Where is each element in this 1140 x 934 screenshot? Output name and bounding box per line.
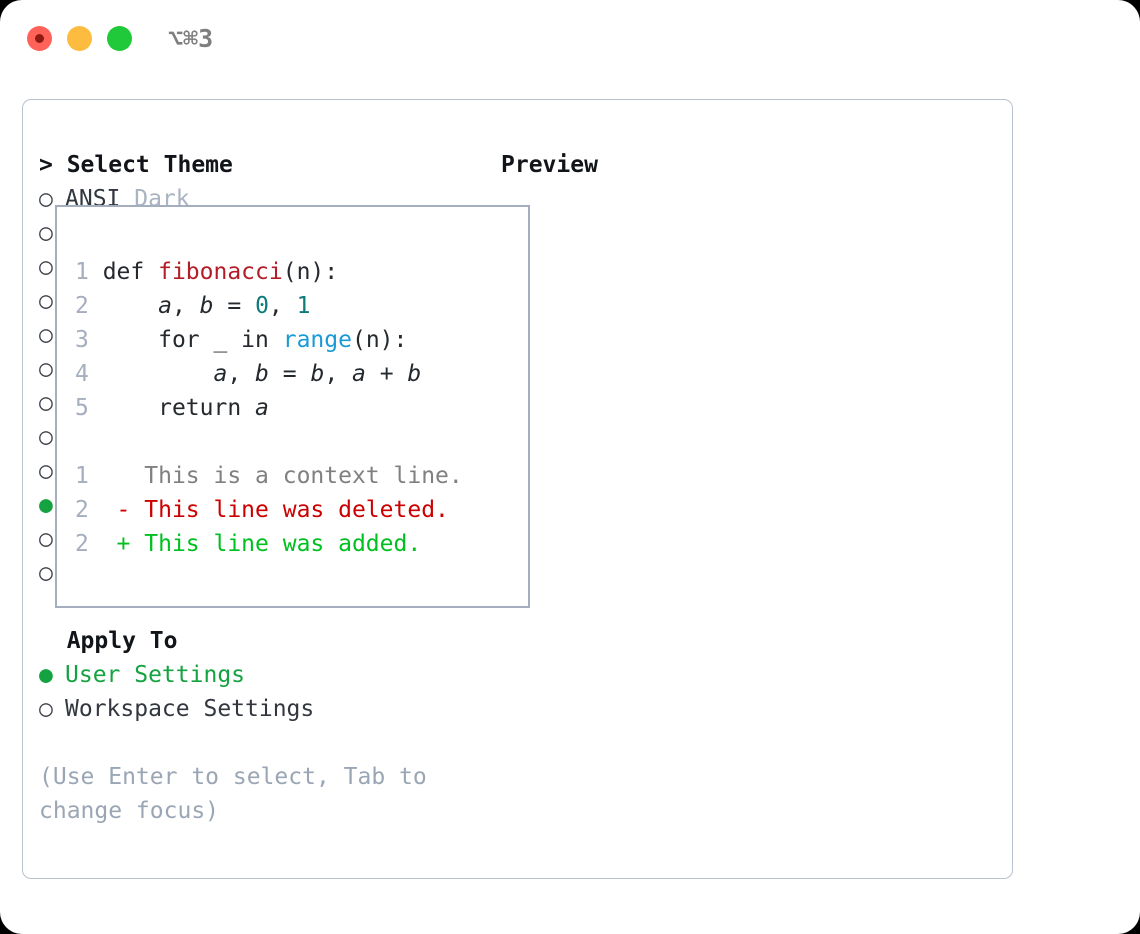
code-token: , — [268, 293, 297, 319]
keyboard-shortcut-label: ⌥⌘3 — [168, 24, 214, 53]
code-token: , — [171, 293, 200, 319]
code-token: This is a context line. — [102, 463, 463, 489]
radio-unselected-icon: ○ — [39, 390, 67, 416]
diff-line: 2 + This line was added. — [75, 527, 463, 561]
code-line: 5 return a — [75, 391, 463, 425]
hint-line-2: change focus) — [39, 798, 220, 824]
radio-selected-icon: ● — [39, 492, 67, 518]
apply-to-list[interactable]: ● User Settings○ Workspace Settings — [39, 658, 489, 726]
preview-label: Preview — [501, 152, 598, 178]
code-token: range — [282, 327, 352, 353]
apply-to-option-user-settings[interactable]: ● User Settings — [39, 658, 489, 692]
apply-to-name: User Settings — [65, 662, 246, 688]
line-number: 5 — [75, 395, 103, 421]
radio-unselected-icon: ○ — [39, 696, 67, 722]
radio-unselected-icon: ○ — [39, 322, 67, 348]
radio-unselected-icon: ○ — [39, 424, 67, 450]
hint-line-1: (Use Enter to select, Tab to — [39, 764, 427, 790]
code-token: = — [268, 361, 311, 387]
code-token: b — [310, 361, 325, 387]
line-number: 1 — [75, 259, 103, 285]
radio-unselected-icon: ○ — [39, 526, 67, 552]
code-token — [103, 293, 158, 319]
code-token: def — [102, 259, 159, 285]
line-number: 2 — [75, 531, 103, 557]
hint-spacer — [39, 726, 489, 760]
select-theme-header: > Select Theme — [39, 152, 233, 178]
code-token: + This line was added. — [102, 531, 422, 557]
line-number: 1 — [75, 463, 103, 489]
code-token: for _ in — [102, 327, 283, 353]
code-line: 3 for _ in range(n): — [75, 323, 463, 357]
line-number: 2 — [75, 497, 103, 523]
title-bar: ⌥⌘3 — [0, 0, 1140, 78]
radio-unselected-icon: ○ — [39, 288, 67, 314]
radio-unselected-icon: ○ — [39, 356, 67, 382]
code-token: a — [158, 293, 172, 319]
code-blank-line — [75, 425, 463, 459]
apply-to-name: Workspace Settings — [65, 696, 315, 722]
code-token: return — [102, 395, 256, 421]
minimize-window-button[interactable] — [67, 26, 92, 51]
code-token: b — [199, 293, 214, 319]
code-line: 4 a, b = b, a + b — [75, 357, 463, 391]
code-token: (n): — [351, 327, 408, 353]
code-token: (n): — [282, 259, 339, 285]
code-token: a — [213, 361, 228, 387]
code-line: 1 def fibonacci(n): — [75, 255, 463, 289]
maximize-window-button[interactable] — [107, 26, 132, 51]
code-token: b — [255, 361, 269, 387]
code-line: 2 a, b = 0, 1 — [75, 289, 463, 323]
code-token: fibonacci — [158, 259, 283, 285]
apply-to-header: Apply To — [39, 628, 178, 654]
code-token: 0 — [255, 293, 269, 319]
line-number: 3 — [75, 327, 103, 353]
code-token — [103, 361, 214, 387]
code-token: a — [255, 395, 269, 421]
radio-unselected-icon: ○ — [39, 186, 67, 212]
code-token: , — [227, 361, 256, 387]
radio-unselected-icon: ○ — [39, 220, 67, 246]
radio-selected-icon: ● — [39, 662, 67, 688]
radio-unselected-icon: ○ — [39, 560, 67, 586]
preview-column: Preview — [501, 148, 1001, 182]
recording-indicator-dot — [35, 34, 44, 43]
main-panel: > Select Theme ○ ANSI Dark○ Atom One Dar… — [22, 99, 1013, 879]
code-token: = — [213, 293, 256, 319]
radio-unselected-icon: ○ — [39, 254, 67, 280]
code-token: , — [324, 361, 353, 387]
diff-line: 2 - This line was deleted. — [75, 493, 463, 527]
line-number: 4 — [75, 361, 103, 387]
code-token: a — [352, 361, 366, 387]
code-token: b — [407, 361, 422, 387]
code-token: + — [365, 361, 408, 387]
radio-unselected-icon: ○ — [39, 458, 67, 484]
code-token: - This line was deleted. — [102, 497, 449, 523]
line-number: 2 — [75, 293, 103, 319]
diff-line: 1 This is a context line. — [75, 459, 463, 493]
code-token: 1 — [296, 293, 311, 319]
apply-to-option-workspace-settings[interactable]: ○ Workspace Settings — [39, 692, 489, 726]
